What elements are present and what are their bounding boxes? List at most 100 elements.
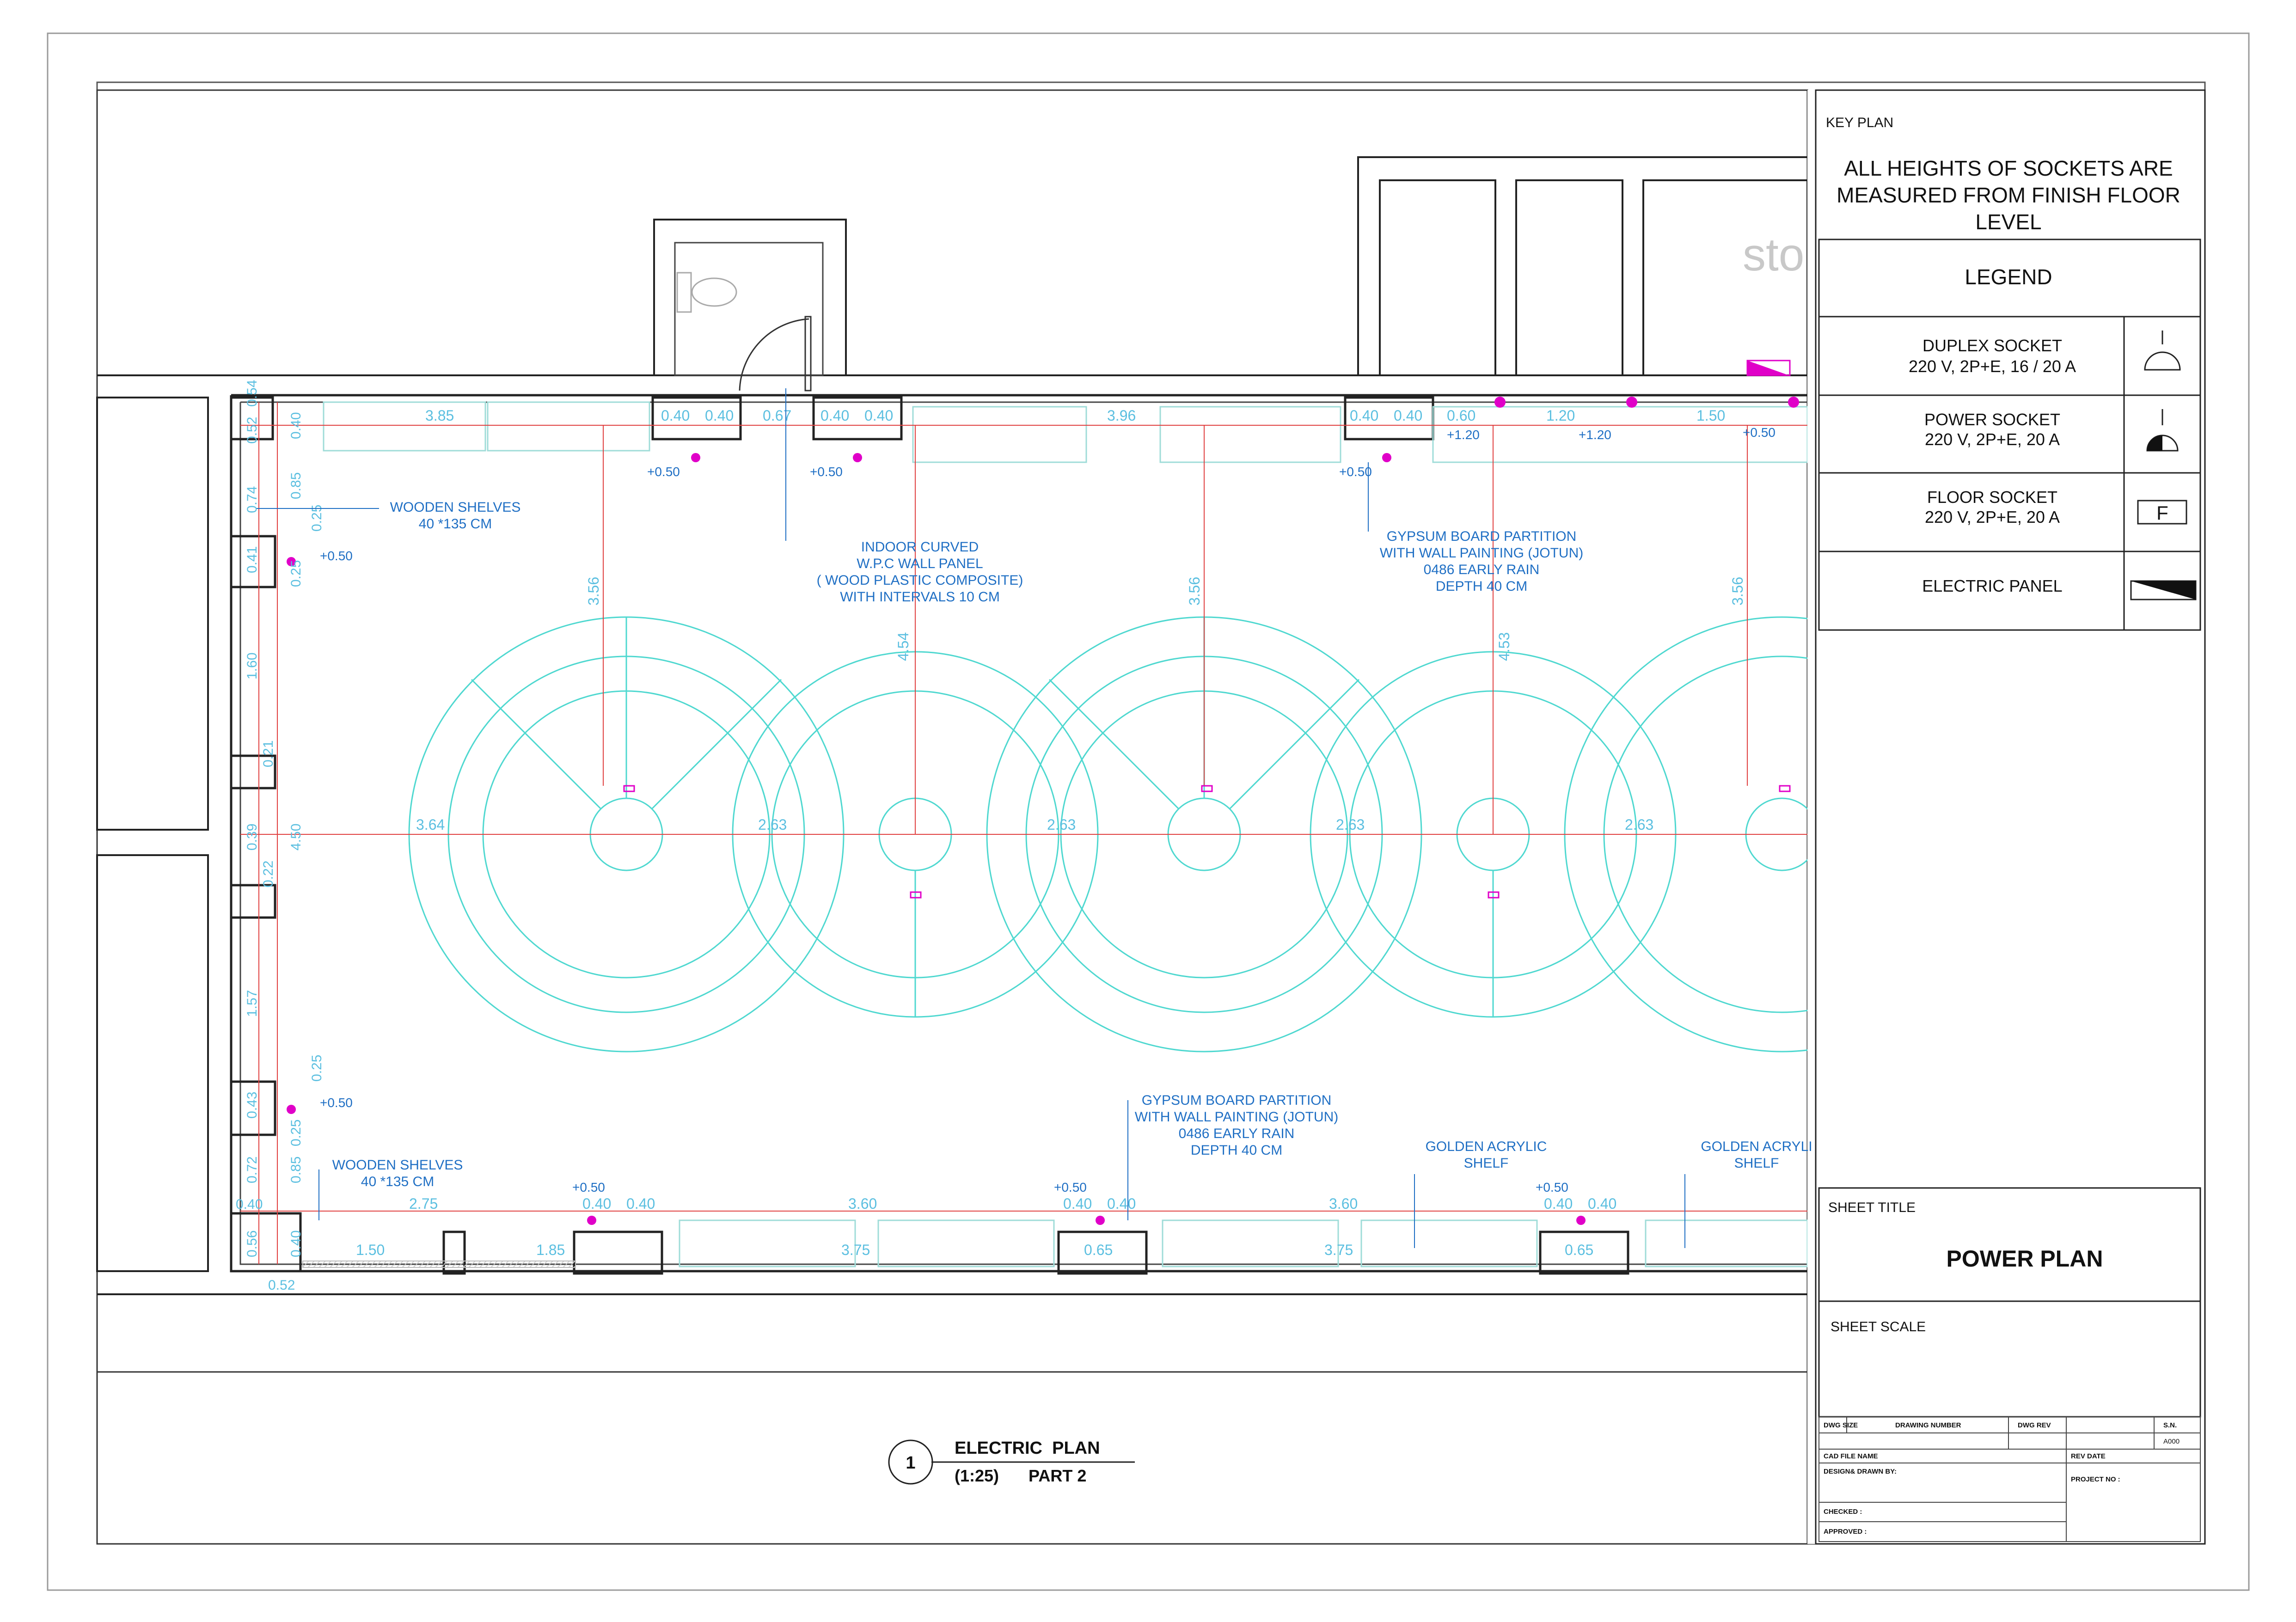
plan-annotations: WOODEN SHELVES 40 *135 CM INDOOR CURVED … [332, 500, 1812, 1189]
dim-bottom-1: 2.75 [409, 1195, 438, 1212]
dim-vert-3: 3.56 [1186, 577, 1203, 606]
electric-panel-box [1746, 360, 1791, 376]
socket-height-left-1: +0.50 [320, 549, 353, 563]
socket-height-left-2: +0.50 [320, 1096, 353, 1110]
dim-top-5: 0.40 [820, 407, 849, 424]
dim-top-10: 0.60 [1447, 407, 1476, 424]
dim-bottom-6: 0.40 [1107, 1195, 1136, 1212]
dim-bottom-8: 0.40 [1544, 1195, 1573, 1212]
column-bottom-2 [1057, 1230, 1148, 1275]
tb-dwg-rev: DWG REV [2018, 1421, 2051, 1429]
store-label: sto [1743, 229, 1804, 281]
dim-bottom-inner-2: 1.85 [536, 1242, 565, 1258]
dim-bottom-inner-4: 0.65 [1084, 1242, 1113, 1258]
dim-vert-1: 3.56 [585, 577, 602, 606]
column-top-1 [651, 396, 742, 441]
electric-panel-icon [2130, 580, 2197, 600]
key-plan-note-2: MEASURED FROM FINISH FLOOR [1837, 183, 2180, 207]
caption-number: 1 [906, 1453, 915, 1473]
legend-duplex-line2: 220 V, 2P+E, 16 / 20 A [1909, 357, 2076, 376]
column-left-bottom [230, 1212, 302, 1273]
socket-height-top-2: +0.50 [810, 465, 843, 479]
dim-left-21: 0.56 [245, 1230, 260, 1257]
dim-top-12: 1.50 [1696, 407, 1725, 424]
column-bottom-1 [573, 1230, 663, 1275]
dim-bottom-inner-6: 0.65 [1565, 1242, 1593, 1258]
key-plan-note-3: LEVEL [1975, 210, 2041, 234]
caption-part: PART 2 [1029, 1466, 1086, 1485]
note-golden-shelf-1a: GOLDEN ACRYLIC [1426, 1139, 1547, 1154]
note-wooden-shelves-top-2: 40 *135 CM [419, 516, 492, 532]
dim-bottom-7: 3.60 [1329, 1195, 1358, 1212]
socket-height-bottom-3: +0.50 [1536, 1180, 1568, 1194]
electric-panel-marker [1747, 361, 1789, 375]
dim-vert-2: 4.54 [895, 632, 912, 661]
tb-design-drawn-by: DESIGN& DRAWN BY: [1824, 1468, 1897, 1475]
socket-height-top-5: +1.20 [1579, 428, 1611, 442]
dim-left-8: 0.25 [288, 560, 304, 587]
dim-bottom-inner-5: 3.75 [1324, 1242, 1353, 1258]
tb-rev-date: REV DATE [2071, 1452, 2106, 1460]
pilaster-left-2 [230, 754, 276, 790]
dim-bottom-2: 0.40 [582, 1195, 611, 1212]
dim-bottom-inner-3: 3.75 [841, 1242, 870, 1258]
note-gypsum-top-1: GYPSUM BOARD PARTITION [1387, 529, 1577, 544]
legend-panel-line1: ELECTRIC PANEL [1922, 576, 2062, 595]
dim-top-1: 3.85 [425, 407, 454, 424]
key-plan-label: KEY PLAN [1826, 115, 1893, 130]
socket-height-labels: +0.50 +0.50 +0.50 +1.20 +1.20 +0.50 +0.5… [320, 425, 1776, 1194]
dim-left-6: 0.25 [309, 505, 325, 532]
column-bottom-small [442, 1230, 466, 1275]
dimension-lines [240, 402, 1807, 1264]
wc-door-leaf [804, 316, 812, 392]
toilet-icon [676, 272, 737, 313]
dim-left-10: 0.21 [261, 741, 276, 767]
note-gypsum-top-4: DEPTH 40 CM [1436, 579, 1527, 594]
dim-left-18: 0.72 [245, 1157, 260, 1183]
dim-left-17: 0.25 [288, 1120, 304, 1146]
dim-left-5: 0.85 [288, 472, 304, 499]
legend-table [1818, 239, 2201, 631]
note-golden-shelf-2a: GOLDEN ACRYLI [1701, 1139, 1812, 1154]
dim-left-2: 0.52 [245, 417, 260, 444]
caption-title: ELECTRIC PLAN [955, 1438, 1100, 1458]
store-area-outline [1357, 156, 1807, 375]
dim-top-4: 0.67 [763, 407, 791, 424]
wc-door-swing [739, 318, 809, 391]
dim-center-4: 2.63 [1336, 816, 1365, 833]
wc-inner [674, 242, 824, 376]
column-bottom-3 [1539, 1230, 1629, 1275]
socket-height-top-6: +0.50 [1743, 425, 1776, 440]
note-wooden-shelves-bottom-2: 40 *135 CM [361, 1174, 434, 1189]
legend-power-line1: POWER SOCKET [1924, 410, 2060, 429]
dim-left-16: 0.43 [245, 1092, 260, 1119]
dim-top-6: 0.40 [864, 407, 893, 424]
tb-cad-file-name: CAD FILE NAME [1824, 1452, 1878, 1460]
dimension-labels: 3.85 0.40 0.40 0.67 0.40 0.40 3.96 0.40 … [356, 407, 1746, 1258]
dim-bottom-4: 3.60 [848, 1195, 877, 1212]
tb-project-no: PROJECT NO : [2071, 1475, 2120, 1483]
wpc-panel-bottom-left [302, 1261, 576, 1268]
title-block-panel: KEY PLAN ALL HEIGHTS OF SOCKETS ARE MEAS… [1815, 89, 2206, 1545]
column-left-top [230, 396, 274, 441]
note-gypsum-top-2: WITH WALL PAINTING (JOTUN) [1380, 545, 1584, 561]
duplex-socket-icon [2144, 331, 2181, 371]
dim-center-1: 3.64 [416, 816, 445, 833]
note-indoor-curved-1: INDOOR CURVED [861, 539, 979, 555]
tb-sn: S.N. [2163, 1421, 2177, 1429]
dim-left-15: 0.25 [309, 1055, 325, 1082]
dim-top-9: 0.40 [1394, 407, 1422, 424]
tb-approved: APPROVED : [1824, 1528, 1867, 1536]
dim-center-3: 2.63 [1047, 816, 1076, 833]
sheet-scale-label: SHEET SCALE [1831, 1319, 1926, 1334]
legend-duplex-line1: DUPLEX SOCKET [1923, 336, 2062, 355]
dim-left-1: 0.54 [245, 380, 260, 407]
socket-height-top-4: +1.20 [1447, 428, 1480, 442]
column-top-2 [812, 396, 903, 441]
note-indoor-curved-2: W.P.C WALL PANEL [857, 556, 983, 571]
caption-scale: (1:25) [955, 1466, 999, 1485]
power-socket-icon [2146, 409, 2179, 452]
dim-bottom-inner-1: 1.50 [356, 1242, 385, 1258]
dim-left-23: 0.52 [268, 1278, 295, 1293]
legend-title: LEGEND [1965, 265, 2052, 289]
